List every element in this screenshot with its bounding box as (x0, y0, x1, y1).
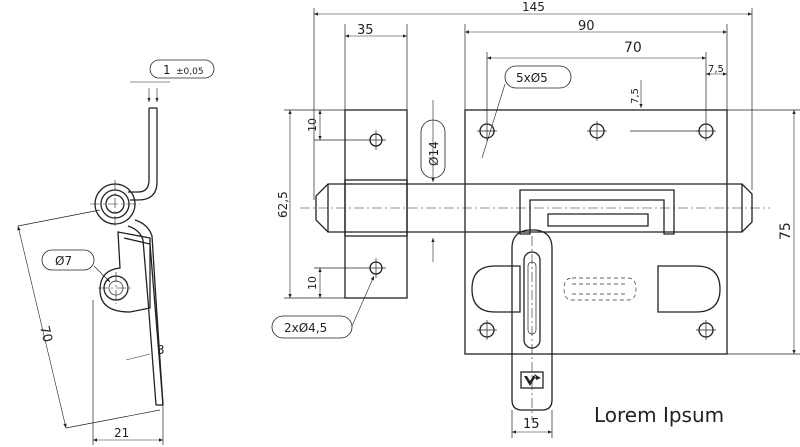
side-length-dim (17, 225, 67, 429)
thickness-tolerance-label: ±0,05 (176, 67, 204, 77)
plate-slot-left (471, 265, 521, 313)
guide-hole-crosshairs (366, 130, 386, 278)
bolt-dia-label: Ø14 (427, 141, 441, 166)
guide-width-label: 35 (357, 23, 374, 38)
guide-hole-top-label: 10 (306, 118, 319, 132)
lever-body (99, 231, 151, 313)
hidden-slot (563, 277, 637, 301)
keeper-slot (547, 213, 649, 227)
holes-span-label: 70 (624, 40, 642, 56)
side-view: 1 ±0,05 Ø7 70 (17, 59, 215, 445)
holes-spec-leader (481, 83, 506, 159)
guide-height-label: 62,5 (276, 191, 290, 218)
bolt-handle (511, 229, 553, 411)
front-view: 145 35 90 70 7,5 7,5 5xØ5 (271, 0, 800, 438)
strap-bottom-outer (134, 219, 164, 406)
strap-top-outer (128, 108, 150, 193)
guide-holes-spec-label: 2xØ4,5 (284, 321, 327, 335)
hole-offset-y-label: 7,5 (630, 88, 641, 104)
plate-holes (477, 121, 716, 340)
guide-holes-spec-leader (351, 275, 375, 327)
side-gap-leader (125, 353, 151, 361)
pin-dia-label: Ø7 (55, 254, 72, 268)
lever-arm (123, 237, 164, 406)
handle-width-label: 15 (523, 417, 540, 432)
bolt-keeper (519, 189, 675, 235)
caption-text: Lorem Ipsum (594, 403, 724, 427)
side-length-label: 70 (36, 324, 55, 344)
thickness-label-box (149, 59, 215, 79)
plate-slot-right (657, 265, 721, 313)
plate-width-label: 90 (578, 19, 595, 34)
holes-spec-label: 5xØ5 (516, 71, 548, 85)
strap-bottom-inner (127, 225, 157, 406)
pin-dia-leader (93, 265, 111, 283)
overall-length-label: 145 (522, 0, 545, 14)
side-width-label: 21 (114, 426, 129, 440)
guide-holes-spec-box (271, 315, 353, 339)
plate-height-label: 75 (778, 222, 794, 240)
plate-hole-crosshairs (477, 121, 716, 340)
strap-top-inner (130, 108, 158, 201)
guide-hole-bottom-label: 10 (306, 276, 319, 290)
handle-logo-icon (524, 374, 541, 386)
holes-spec-box (504, 65, 572, 89)
side-gap-label: 3 (157, 343, 165, 357)
thickness-label: 1 (163, 63, 171, 77)
side-length-ext-top (17, 209, 101, 227)
hole-offset-x-label: 7,5 (708, 64, 724, 75)
side-length-ext-bottom (65, 409, 161, 429)
